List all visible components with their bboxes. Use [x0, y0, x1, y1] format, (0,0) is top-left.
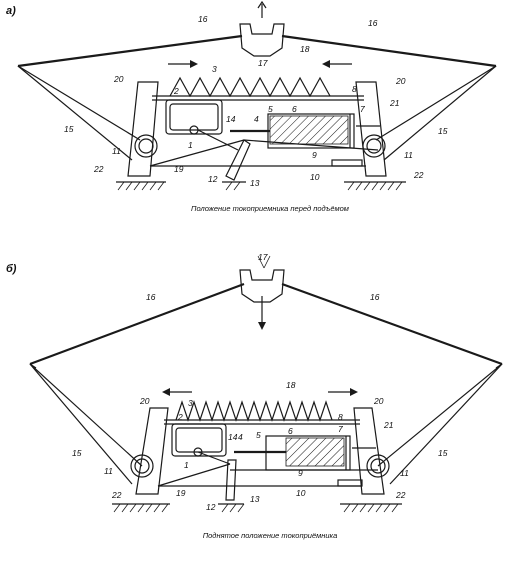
- label-1: 1: [188, 140, 193, 150]
- label-9: 9: [298, 468, 303, 478]
- label-12: 12: [206, 502, 216, 512]
- label-16: 16: [370, 292, 380, 302]
- label-16: 16: [146, 292, 156, 302]
- label-4: 4: [238, 432, 243, 442]
- label-10: 10: [296, 488, 306, 498]
- label-16: 16: [198, 14, 208, 24]
- label-21: 21: [389, 98, 400, 108]
- label-8: 8: [338, 412, 343, 422]
- base-frame-b: [135, 407, 385, 495]
- label-11: 11: [404, 150, 413, 160]
- ground-a: [116, 181, 406, 191]
- label-11: 11: [400, 468, 409, 478]
- label-14: 14: [226, 114, 236, 124]
- lower-arms-b: [29, 363, 503, 485]
- label-20: 20: [395, 76, 406, 86]
- label-14: 14: [228, 432, 238, 442]
- pivots-a: [134, 134, 386, 158]
- spring-cylinder-b: [234, 435, 351, 471]
- bellows-b: [175, 400, 333, 422]
- label-22: 22: [111, 490, 122, 500]
- label-22: 22: [395, 490, 406, 500]
- label-10: 10: [310, 172, 320, 182]
- linkage-b: [157, 447, 378, 501]
- lower-arms-a: [17, 65, 497, 161]
- label-4: 4: [254, 114, 259, 124]
- label-3: 3: [212, 64, 217, 74]
- label-15: 15: [438, 126, 448, 136]
- label-18: 18: [286, 380, 296, 390]
- label-18: 18: [300, 44, 310, 54]
- linkage-a: [149, 125, 380, 181]
- caption-b: Поднятое положение токоприёмника: [203, 531, 338, 540]
- panel-a-label: а): [6, 5, 16, 17]
- label-19: 19: [176, 488, 186, 498]
- collector-head-b: [29, 255, 503, 369]
- collector-head-a: [17, 0, 497, 71]
- air-reservoir-b: [171, 423, 227, 457]
- label-16: 16: [368, 18, 378, 28]
- label-1: 1: [184, 460, 189, 470]
- label-13: 13: [250, 178, 260, 188]
- panel-b: б): [6, 252, 503, 540]
- arrows-b: [162, 388, 358, 396]
- label-12: 12: [208, 174, 218, 184]
- label-17: 17: [258, 252, 268, 262]
- label-19: 19: [174, 164, 184, 174]
- label-15: 15: [438, 448, 448, 458]
- label-11: 11: [112, 146, 121, 156]
- label-2: 2: [173, 86, 179, 96]
- label-2: 2: [177, 412, 183, 422]
- spring-cylinder-a: [230, 113, 355, 149]
- label-20: 20: [113, 74, 124, 84]
- panel-a: а): [6, 0, 497, 213]
- label-6: 6: [288, 426, 293, 436]
- label-17: 17: [258, 58, 268, 68]
- caption-a: Положение токоприемника перед подъёмом: [191, 204, 349, 213]
- ground-b: [112, 503, 402, 513]
- label-5: 5: [256, 430, 261, 440]
- air-reservoir-a: [165, 99, 223, 135]
- label-7: 7: [338, 424, 343, 434]
- label-9: 9: [312, 150, 317, 160]
- label-20: 20: [373, 396, 384, 406]
- panel-b-label: б): [6, 263, 17, 275]
- label-13: 13: [250, 494, 260, 504]
- label-21: 21: [383, 420, 394, 430]
- label-11: 11: [104, 466, 113, 476]
- label-8: 8: [352, 84, 357, 94]
- label-7: 7: [360, 104, 365, 114]
- label-20: 20: [139, 396, 150, 406]
- pivots-b: [130, 454, 390, 478]
- label-22: 22: [93, 164, 104, 174]
- label-5: 5: [268, 104, 273, 114]
- label-3: 3: [188, 398, 193, 408]
- label-6: 6: [292, 104, 297, 114]
- arrows-a: [168, 60, 352, 68]
- label-15: 15: [64, 124, 74, 134]
- label-15: 15: [72, 448, 82, 458]
- bellows-a: [169, 76, 331, 98]
- label-22: 22: [413, 170, 424, 180]
